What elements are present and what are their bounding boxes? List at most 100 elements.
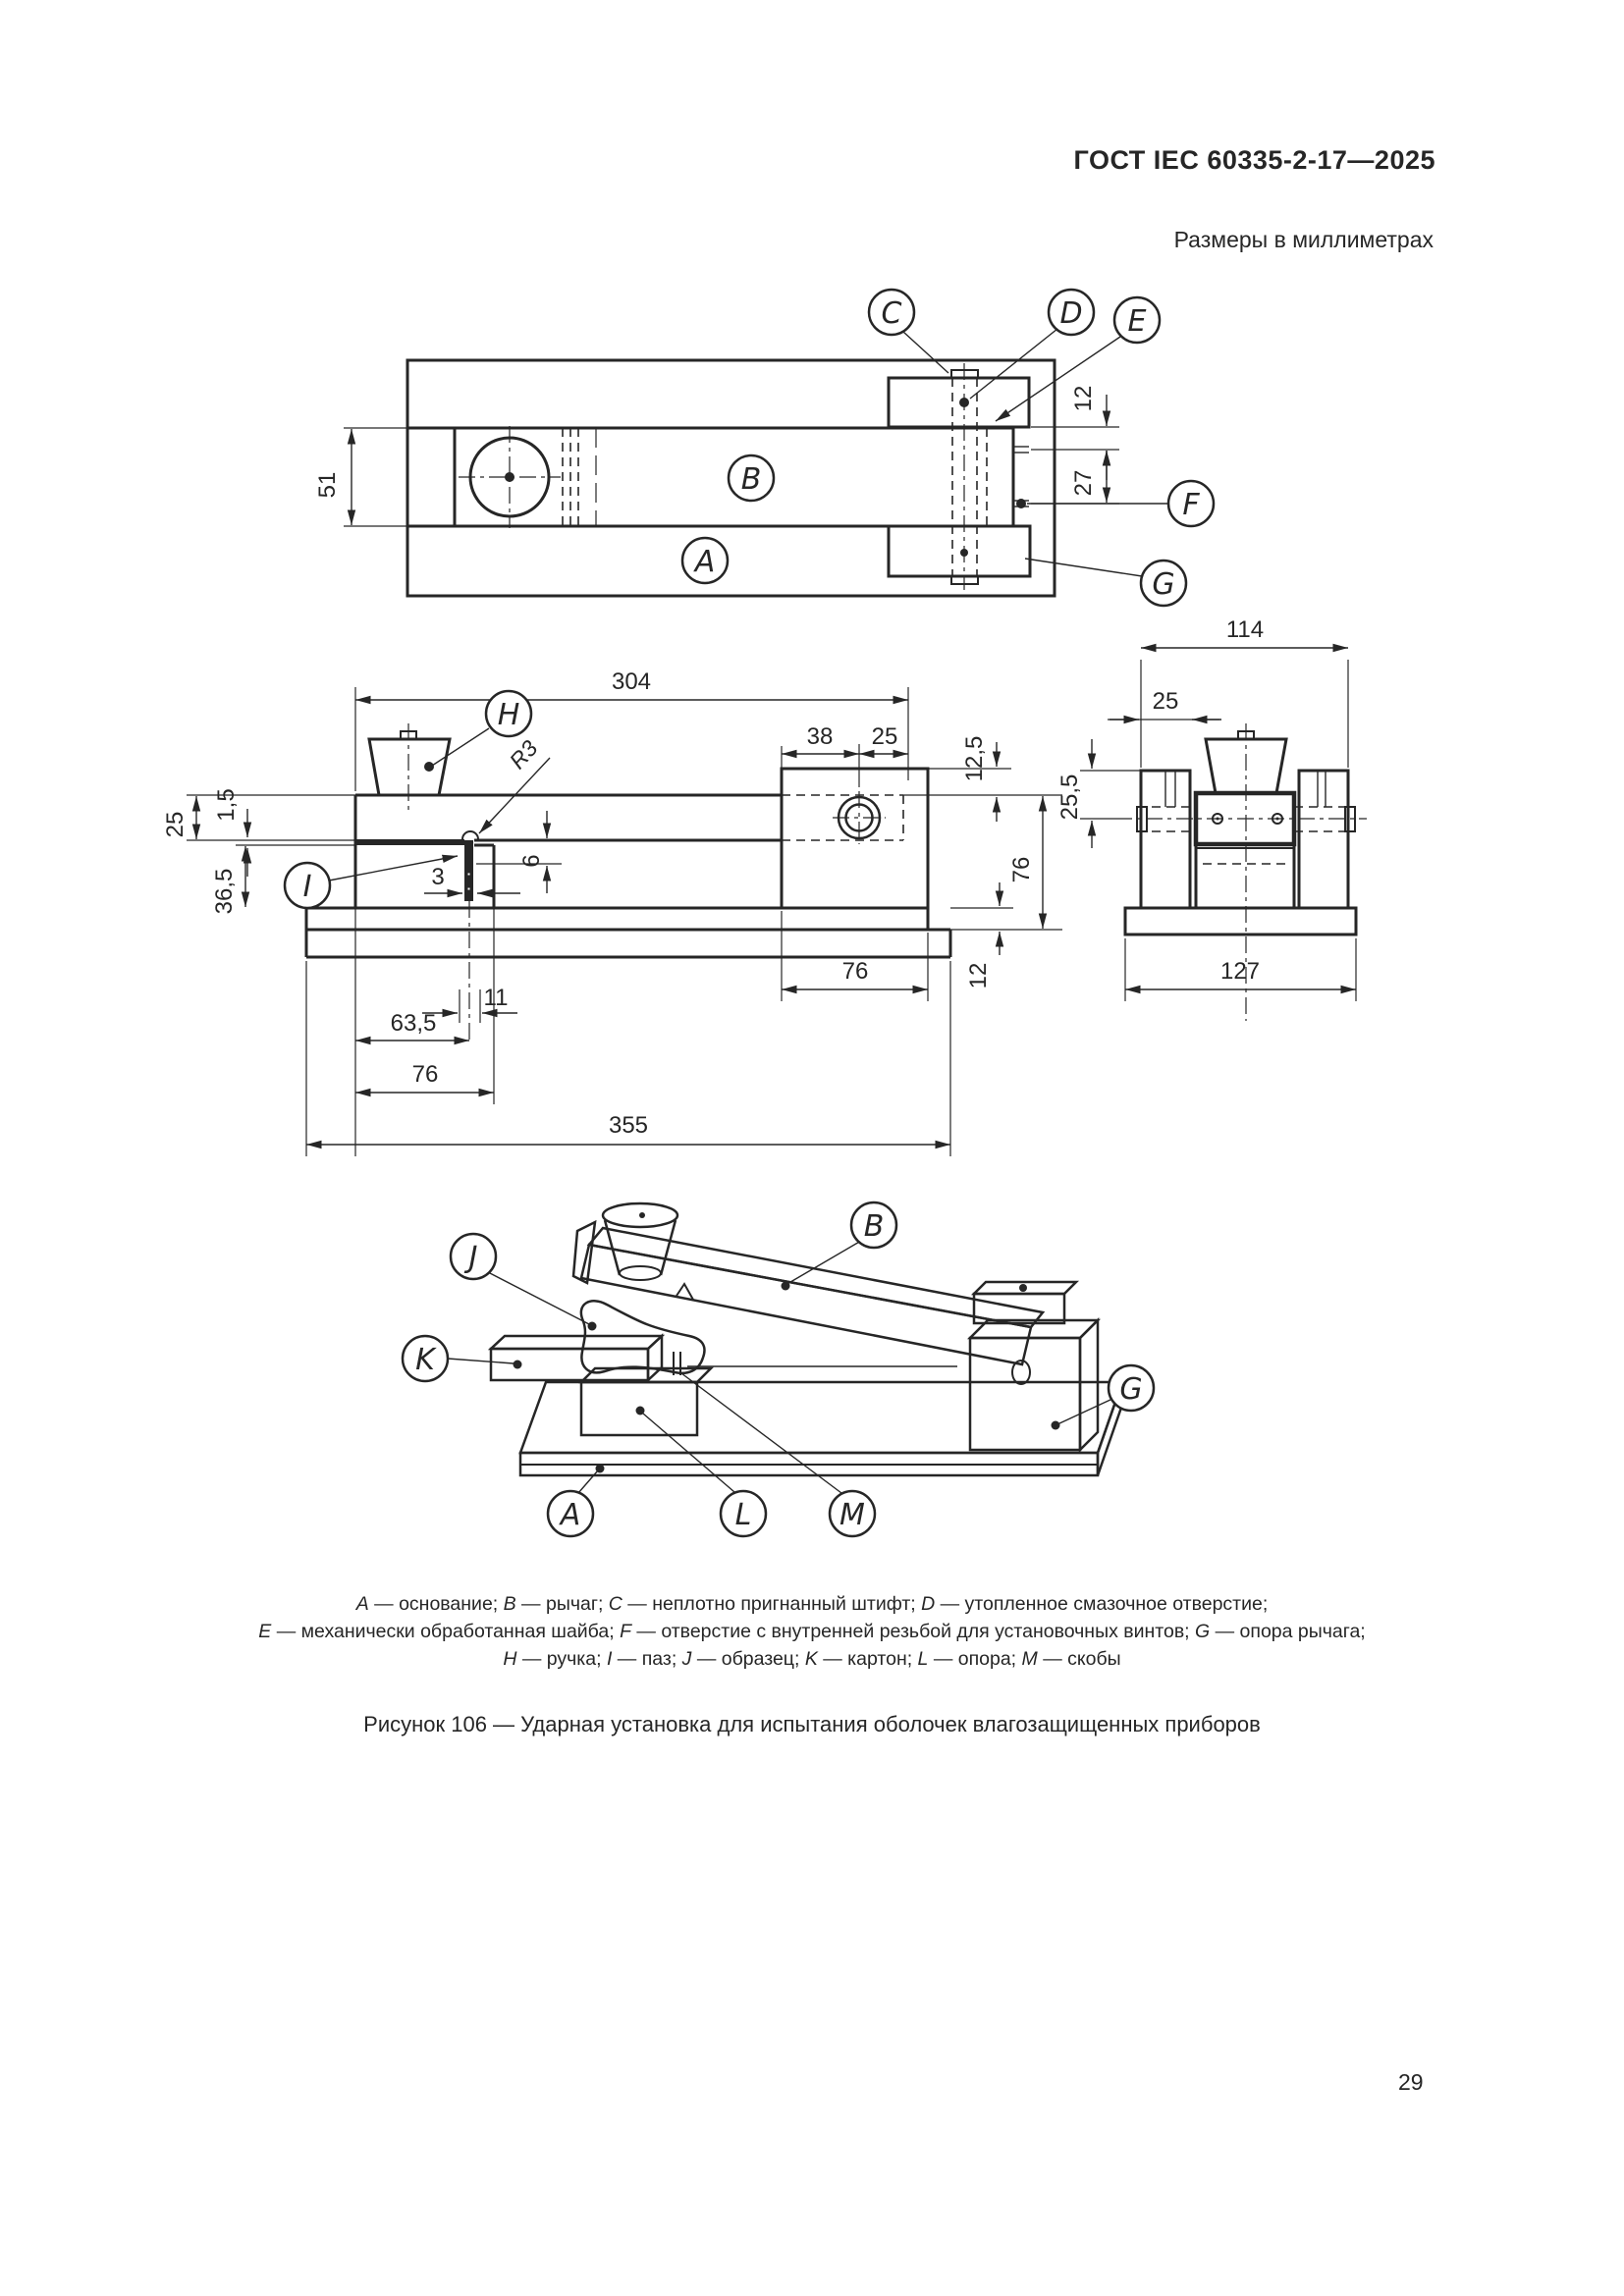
- iso-balloons: J K B G A: [401, 1201, 1156, 1538]
- svg-text:D: D: [1059, 296, 1082, 331]
- dim-base-thickness: 12: [965, 963, 992, 989]
- legend-letter: J: [681, 1648, 692, 1670]
- dim-base-width: 127: [1220, 958, 1260, 985]
- balloon-a: A: [680, 536, 730, 585]
- svg-text:I: I: [303, 870, 312, 904]
- top-view-lever: [344, 426, 1015, 528]
- standard-number: ГОСТ IEC 60335-2-17—2025: [1073, 145, 1435, 175]
- balloon-b-iso: B: [849, 1201, 898, 1250]
- svg-text:B: B: [864, 1209, 885, 1244]
- svg-text:A: A: [559, 1498, 581, 1532]
- dim-hole-offset: 27: [1070, 470, 1097, 497]
- legend-text: — паз;: [612, 1648, 682, 1670]
- legend-text: — образец;: [691, 1648, 805, 1670]
- side-view-handle: [367, 723, 452, 813]
- svg-text:F: F: [1182, 488, 1200, 522]
- end-view: 114 25 25,5 127: [1056, 616, 1367, 1021]
- legend-letter: A: [355, 1593, 369, 1615]
- legend-line-1: A — основание; B — рычаг; C — неплотно п…: [0, 1590, 1624, 1618]
- dim-slot-center: 11: [484, 985, 509, 1011]
- dim-lever-length: 304: [612, 668, 651, 695]
- legend-text: — скобы: [1037, 1648, 1121, 1670]
- dim-support-height: 36,5: [211, 869, 238, 915]
- balloon-h: H: [484, 689, 533, 738]
- legend-text: — опора;: [928, 1648, 1022, 1670]
- legend-letter: H: [503, 1648, 517, 1670]
- top-view-balloons: C D E F G: [680, 288, 1216, 608]
- iso-lever-support-g: [966, 1280, 1102, 1454]
- side-view-cardboard: [355, 839, 464, 845]
- svg-text:K: K: [415, 1343, 437, 1377]
- dim-pivot-offset: 25,5: [1056, 774, 1083, 821]
- lubrication-hole: [959, 398, 969, 407]
- end-view-base: [1123, 906, 1358, 936]
- dim-lever-width: 51: [314, 472, 341, 499]
- balloon-m: M: [828, 1489, 877, 1538]
- isometric-view: J K B G A: [401, 1201, 1156, 1538]
- svg-text:C: C: [882, 296, 902, 331]
- legend-text: — ручка;: [516, 1648, 607, 1670]
- iso-support-block-l: [577, 1366, 715, 1437]
- balloon-e: E: [1112, 295, 1162, 345]
- svg-text:A: A: [693, 545, 716, 579]
- legend-text: — картон;: [817, 1648, 918, 1670]
- svg-text:L: L: [735, 1498, 752, 1532]
- svg-text:G: G: [1152, 567, 1174, 602]
- legend-text: — рычаг;: [515, 1593, 609, 1615]
- dim-slot-offset: 63,5: [391, 1010, 437, 1037]
- dim-support-length: 76: [412, 1061, 439, 1088]
- dim-lever-height: 25: [162, 812, 189, 838]
- legend-letter: G: [1195, 1621, 1211, 1642]
- top-view-pivot-pin: [950, 363, 988, 590]
- side-view-base: [304, 906, 952, 959]
- dim-edge-radius: R3: [505, 735, 543, 774]
- dim-slot-width: 3: [431, 864, 444, 890]
- dim-end-width: 114: [1226, 616, 1264, 643]
- top-view-lever-support-blocks: [887, 376, 1032, 578]
- dim-block-length: 76: [842, 958, 869, 985]
- svg-text:H: H: [498, 698, 520, 732]
- legend-line-3: H — ручка; I — паз; J — образец; K — кар…: [0, 1645, 1624, 1673]
- end-view-dimensions: 114 25 25,5 127: [1056, 616, 1357, 1001]
- top-view-base-plate: [406, 358, 1056, 598]
- balloon-j: J: [449, 1232, 498, 1281]
- iso-specimen-j: [579, 1300, 706, 1374]
- figure-legend: A — основание; B — рычаг; C — неплотно п…: [0, 1590, 1624, 1673]
- units-note: Размеры в миллиметрах: [1173, 227, 1434, 252]
- legend-text: — опора рычага;: [1210, 1621, 1366, 1642]
- legend-text: — неплотно пригнанный штифт;: [622, 1593, 922, 1615]
- legend-line-2: E — механически обработанная шайба; F — …: [0, 1618, 1624, 1645]
- iso-lever-b: [571, 1219, 1046, 1366]
- svg-text:E: E: [1128, 304, 1147, 339]
- dim-slot-depth: 6: [518, 854, 545, 867]
- legend-letter: I: [606, 1648, 613, 1670]
- legend-letter: B: [503, 1593, 516, 1615]
- iso-handle-h: [601, 1201, 679, 1281]
- dim-pivot-to-block: 38: [807, 723, 834, 750]
- balloon-k: K: [401, 1334, 450, 1383]
- legend-text: — утопленное смазочное отверстие;: [935, 1593, 1269, 1615]
- dim-pin-protrusion: 12: [1070, 386, 1097, 412]
- legend-text: — основание;: [368, 1593, 504, 1615]
- iso-cardboard-k: [487, 1333, 666, 1383]
- iso-staples-m: [673, 1352, 681, 1375]
- balloon-d: D: [1047, 288, 1096, 337]
- balloon-f: F: [1166, 479, 1216, 528]
- balloon-i: I: [283, 861, 332, 910]
- dim-pivot-to-end: 25: [872, 723, 898, 750]
- legend-letter: C: [608, 1593, 623, 1615]
- dim-card-thickness: 1,5: [213, 788, 240, 821]
- balloon-g: G: [1139, 559, 1188, 608]
- legend-letter: M: [1021, 1648, 1038, 1670]
- legend-letter: L: [917, 1648, 929, 1670]
- dim-height: 76: [1008, 857, 1035, 883]
- page-number: 29: [1398, 2069, 1424, 2095]
- side-view-support-block: [236, 843, 496, 908]
- end-view-lever-end: [1115, 790, 1367, 847]
- balloon-l: L: [719, 1489, 768, 1538]
- side-view: 304 38 25 12,5 25 1,5: [162, 668, 1062, 1156]
- side-view-slot: [461, 830, 479, 1044]
- balloon-c: C: [867, 288, 916, 337]
